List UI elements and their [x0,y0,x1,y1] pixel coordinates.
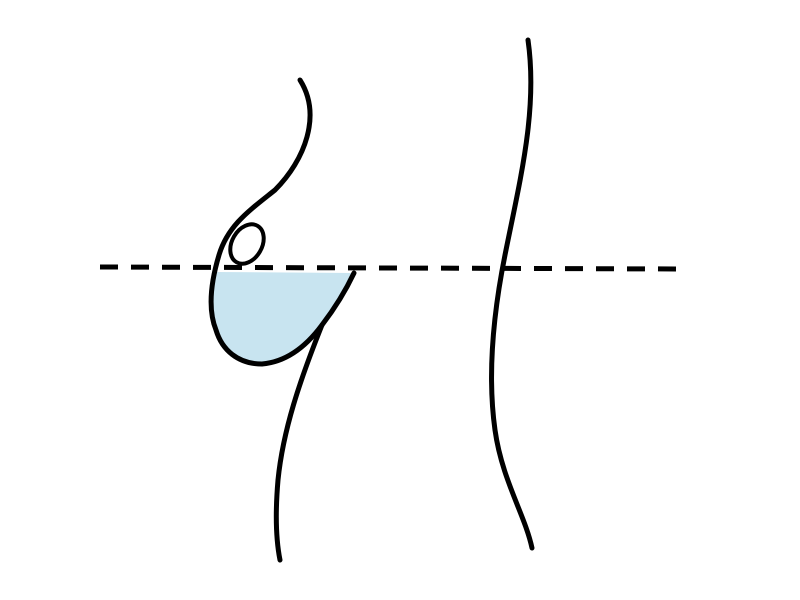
lower-front-outline [273,322,325,563]
nipple-outline [228,222,266,266]
lower-breast-fill [212,272,354,364]
back-outline [489,37,535,551]
horizontal-reference-line [99,264,681,272]
